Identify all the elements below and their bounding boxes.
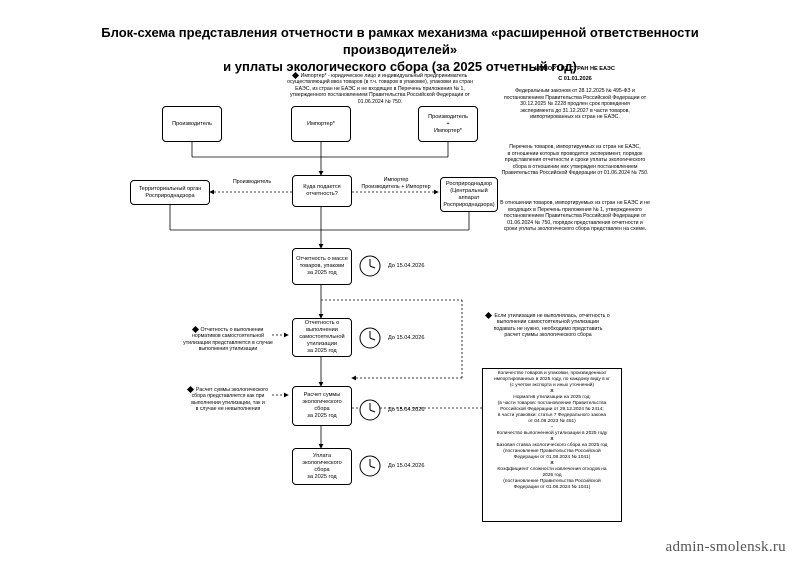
formula-operator-minus: - [551, 425, 553, 430]
import-paragraph-2: Перечень товаров, импортируемых из стран… [501, 144, 649, 177]
decision-box: Куда подается отчетность? [292, 175, 352, 207]
calc-sum-box: Расчет суммы экологического сбора за 202… [292, 386, 352, 426]
diamond-bullet-icon [291, 71, 299, 79]
diamond-bullet-icon [186, 385, 195, 393]
formula-term-quantity: Количество товаров и упаковки, произведе… [494, 371, 610, 388]
no-util-side-text: Если утилизация не выполнялась, отчетнос… [493, 312, 610, 339]
formula-term-completed: Количество выполненной утилизации в 2025… [496, 431, 608, 436]
formula-box: Количество товаров и упаковки, произведе… [482, 368, 622, 522]
arrow-label-producer: Производитель [232, 179, 272, 185]
pay-box: Уплата экологического сбора за 2025 год [292, 448, 352, 485]
title-line-1: Блок-схема представления отчетности в ра… [101, 25, 699, 57]
importer-definition-note: Импортер* - юридическое лицо и индивидуа… [282, 66, 478, 106]
producer-importer-box: Производитель + Импортер* [418, 106, 478, 142]
clock-icon [359, 455, 381, 477]
formula-operator-multiply: X [550, 437, 554, 442]
report-util-box: Отчетность о выполнении самостоятельной … [292, 318, 352, 357]
deadline-report-mass: До 15.04.2026 [388, 263, 425, 269]
import-heading: ИМПОРТ ИЗ СТРАН НЕ ЕАЭС [535, 66, 615, 72]
clock-icon [359, 399, 381, 421]
deadline-calc-sum: До 15.04.2026 [388, 407, 425, 413]
import-paragraph-3: В отношении товаров, импортируемых из ст… [500, 200, 650, 233]
formula-term-coefficient: Коэффициент сложности извлечения отходов… [497, 467, 607, 490]
formula-operator-multiply: X [550, 389, 554, 394]
util-report-side-note: Отчетность о выполнении нормативов самос… [178, 320, 278, 353]
formula-term-rate: Базовая ставка экологического сбора на 2… [496, 443, 608, 460]
no-util-side-note: Если утилизация не выполнялась, отчетнос… [468, 306, 628, 339]
importer-definition-text: Импортер* - юридическое лицо и индивидуа… [287, 72, 473, 105]
clock-icon [359, 327, 381, 349]
arrow-label-importer: Импортер Производитель + Импортер [361, 177, 431, 190]
territorial-authority-box: Территориальный орган Росприроднадзора [130, 180, 210, 205]
formula-operator-multiply: X [550, 461, 554, 466]
diamond-bullet-icon [191, 325, 199, 333]
util-report-side-text: Отчетность о выполнении нормативов самос… [183, 326, 273, 353]
central-authority-box: Росприроднадзор (Центральный аппарат Рос… [440, 177, 498, 212]
deadline-pay: До 15.04.2026 [388, 463, 425, 469]
watermark: admin-smolensk.ru [665, 539, 786, 555]
calc-side-text: Расчет суммы экологического сбора предст… [191, 386, 268, 413]
producer-box: Производитель [162, 106, 222, 142]
report-mass-box: Отчетность о массе товаров, упакови за 2… [292, 248, 352, 285]
title-line-2: и уплаты экологического сбора (за 2025 о… [223, 59, 577, 74]
importer-box: Импортер* [291, 106, 351, 142]
import-subheading: С 01.01.2026 [558, 76, 592, 82]
page-title: Блок-схема представления отчетности в ра… [60, 24, 740, 75]
diamond-bullet-icon [485, 311, 493, 319]
import-paragraph-1: Федеральным законом от 28.12.2025 № 495-… [503, 88, 647, 121]
clock-icon [359, 255, 381, 277]
formula-term-norm: Норматив утилизации на 2025 год: (в част… [497, 395, 607, 424]
calc-side-note: Расчет суммы экологического сбора предст… [178, 380, 278, 413]
deadline-report-util: До 15.04.2026 [388, 335, 425, 341]
